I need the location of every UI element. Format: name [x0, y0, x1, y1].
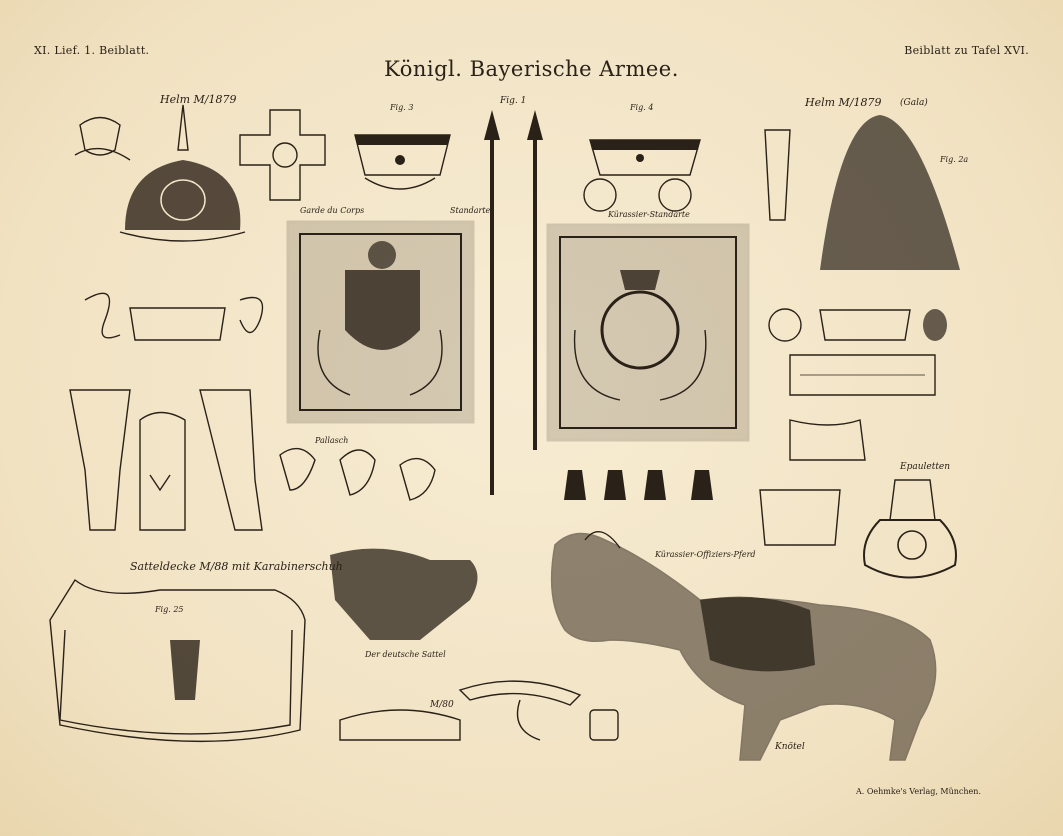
helmet-illustration: [119, 104, 246, 242]
label-satteldecke: Satteldecke M/88 mit Karabinerschuh: [130, 560, 343, 573]
label-fig4: Fig. 4: [630, 103, 654, 112]
label-gala: (Gala): [900, 98, 928, 108]
label-fig25: Fig. 25: [155, 605, 184, 614]
publisher-credit: A. Oehmke's Verlag, München.: [855, 787, 981, 796]
cap-illustration: [84, 292, 264, 341]
artist-signature: Knötel: [775, 742, 805, 752]
flag-pole-illustration: [484, 110, 543, 495]
cap-illustration: [583, 139, 701, 212]
cap-illustration: [354, 134, 451, 190]
label-standarte: Standarte: [450, 206, 491, 215]
label-helm-left: Helm M/1879: [160, 93, 237, 106]
label-fig2a: Fig. 2a: [940, 155, 969, 164]
flag-illustration: [546, 223, 750, 442]
cross-plate-illustration: [239, 109, 326, 201]
epaulette-illustration: [863, 479, 957, 579]
page-title: Königl. Bayerische Armee.: [384, 57, 679, 81]
label-epauletten: Epauletten: [900, 462, 951, 472]
plate-reference-label: Beiblatt zu Tafel XVI.: [904, 44, 1029, 57]
helmet-crest-illustration: [764, 115, 960, 270]
tassel-illustration: [564, 470, 713, 500]
label-garde-du-corps: Garde du Corps: [300, 206, 365, 215]
label-pallasch: Pallasch: [315, 436, 349, 445]
collar-illustration: [759, 489, 841, 546]
sword-illustration: [279, 447, 436, 501]
sword-illustration: [789, 354, 936, 396]
saddle-blanket-illustration: [49, 578, 306, 743]
cap-illustration: [768, 308, 947, 342]
stirrup-illustration: [458, 680, 619, 741]
label-kuerassier-pferd: Kürassier-Offiziers-Pferd: [655, 550, 756, 559]
horse-illustration: [550, 531, 937, 761]
label-fig1: Fig. 1: [500, 96, 527, 106]
label-fig3: Fig. 3: [390, 103, 414, 112]
helmet-plate-icon: [74, 116, 131, 161]
label-m80: M/80: [430, 700, 454, 710]
flag-illustration: [286, 220, 475, 424]
buckle-illustration: [789, 419, 866, 461]
boots-illustration: [69, 389, 263, 531]
label-deutscher-sattel: Der deutsche Sattel: [365, 650, 446, 659]
plate-series-label: XI. Lief. 1. Beiblatt.: [34, 44, 150, 57]
label-helm-right: Helm M/1879: [805, 96, 882, 109]
saddle-illustration: [330, 548, 478, 741]
label-kuerassier-standarte: Kürassier-Standarte: [608, 210, 690, 219]
